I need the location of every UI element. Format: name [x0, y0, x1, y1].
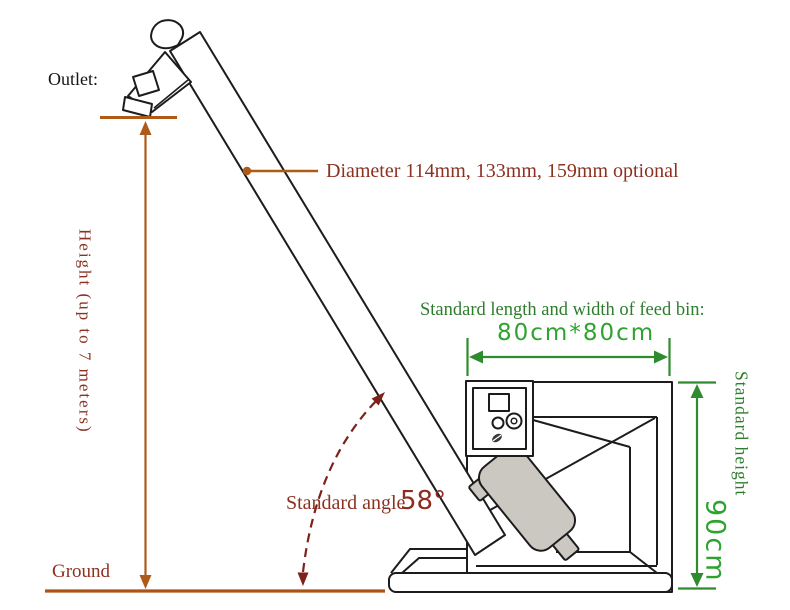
ground-label: Ground	[52, 561, 111, 582]
angle-caption: Standard angle	[286, 492, 406, 514]
height-arrowhead-down	[139, 575, 152, 589]
outlet-flange	[132, 70, 160, 97]
feed-bin-size-value: 80cm*80cm	[497, 320, 656, 346]
width-dimension	[466, 338, 671, 376]
tube-cap	[150, 19, 185, 50]
diameter-leader	[242, 166, 318, 176]
height-label: Height (up to 7 meters)	[75, 229, 95, 434]
height-dimension	[100, 116, 177, 589]
diameter-label: Diameter 114mm, 133mm, 159mm optional	[326, 160, 679, 182]
angle-arrowhead-bottom	[297, 572, 309, 586]
panel-screen	[488, 393, 510, 412]
angle-arc	[297, 392, 385, 586]
panel-button	[491, 416, 505, 430]
feed-bin-caption: Standard length and width of feed bin:	[420, 300, 705, 320]
width-arrowhead-left	[469, 350, 483, 364]
base-skid	[388, 548, 673, 593]
hopper	[473, 416, 658, 574]
panel-switch	[492, 433, 502, 443]
angle-value: 58°	[400, 486, 447, 516]
width-arrowhead-right	[654, 350, 668, 364]
angle-arrowhead-top	[371, 392, 385, 406]
bin-height-arrowhead-down	[690, 573, 704, 587]
height-arrowhead-up	[139, 121, 152, 135]
drive-motor	[468, 446, 580, 561]
bin-height-dimension	[678, 381, 716, 590]
outlet-spout	[122, 19, 192, 118]
standard-height-value: 90cm	[699, 499, 731, 583]
bin-height-arrowhead-up	[690, 384, 704, 398]
panel-knob	[505, 412, 523, 430]
outlet-label: Outlet:	[48, 69, 98, 89]
standard-height-caption: Standard height	[731, 371, 752, 497]
conveyor-tube	[169, 31, 506, 556]
control-panel	[465, 380, 534, 457]
